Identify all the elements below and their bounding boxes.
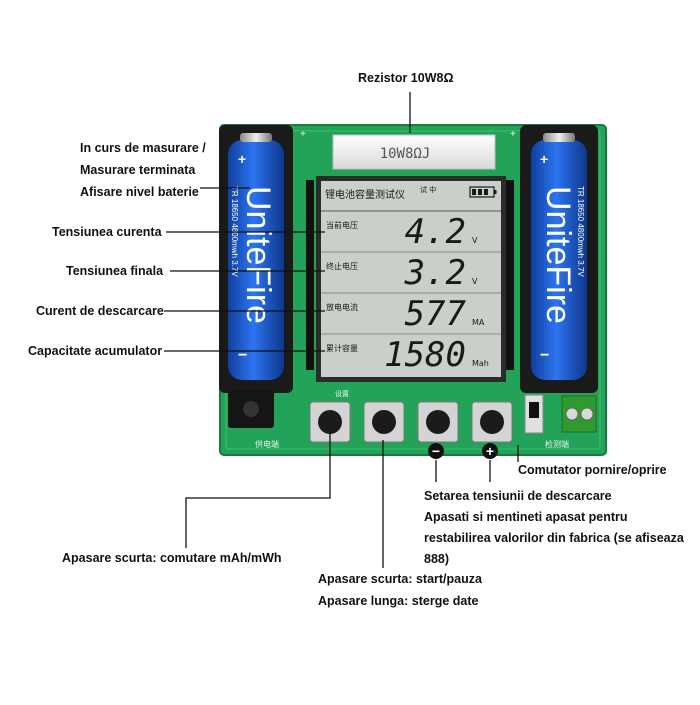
battery-right: [531, 140, 587, 380]
label-status-line1: In curs de masurare /: [80, 141, 206, 155]
minus-badge: [428, 443, 444, 459]
label-discharge-current: Curent de descarcare: [36, 304, 164, 318]
power-label: 供电端: [255, 439, 279, 449]
resistor-marking: 10W8ΩJ: [380, 146, 431, 162]
battery-left-minus: −: [238, 347, 247, 364]
label-discharge-setting: Setarea tensiunii de descarcare Apasati …: [424, 486, 684, 570]
label-status-line2: Masurare terminata: [80, 163, 196, 177]
label-button1: Apasare scurta: comutare mAh/mWh: [62, 551, 282, 565]
lcd-row-unit: Mah: [472, 359, 489, 368]
label-final-voltage: Tensiunea finala: [66, 264, 164, 278]
lcd-row-label: 累计容量: [326, 343, 358, 353]
lcd-row-unit: MA: [472, 318, 485, 327]
lcd-row-unit: V: [472, 277, 478, 286]
lcd-row-label: 放电电流: [326, 302, 358, 312]
battery-right-plus: +: [540, 151, 548, 167]
label-power-switch: Comutator pornire/oprire: [518, 463, 667, 477]
button-plus-cap[interactable]: [480, 410, 504, 434]
battery-left-brand: UniteFire: [239, 186, 277, 324]
lcd-row-value: 4.2: [405, 212, 466, 252]
set-label: 设置: [335, 389, 349, 398]
battery-right-minus: −: [540, 347, 549, 364]
button-mode-cap[interactable]: [318, 410, 342, 434]
lcd-title: 锂电池容量测试仪: [325, 188, 405, 201]
lcd-row-label: 终止电压: [326, 261, 358, 271]
label-capacity: Capacitate acumulator: [28, 344, 163, 358]
label-discharge-setting-line3: restabilirea valorilor din fabrica (se a…: [424, 531, 684, 545]
test-label: 检测端: [545, 439, 569, 449]
plus-badge-sign: +: [486, 443, 494, 459]
lcd-row-label: 当前电压: [326, 220, 358, 230]
label-discharge-setting-line4: 888): [424, 552, 450, 566]
label-discharge-setting-line2: Apasati si mentineti apasat pentru: [424, 510, 628, 524]
leader-lines: [164, 92, 519, 568]
battery-left-plus: +: [238, 151, 246, 167]
lcd-status: 试 中: [420, 185, 436, 194]
resistor: [332, 134, 496, 170]
minus-badge-sign: −: [432, 443, 440, 459]
button-minus-cap[interactable]: [426, 410, 450, 434]
battery-left: [228, 140, 284, 380]
label-discharge-setting-line1: Setarea tensiunii de descarcare: [424, 489, 612, 503]
battery-right-spec: TR 18650 4800mwh 3.7V: [576, 186, 585, 277]
lcd-row-unit: V: [472, 236, 478, 245]
pcb-plus-right: +: [510, 129, 516, 140]
pcb-plus-left: +: [300, 129, 306, 140]
label-battery-level: Afisare nivel baterie: [80, 185, 199, 199]
label-current-voltage: Tensiunea curenta: [52, 225, 162, 239]
battery-right-brand: UniteFire: [539, 186, 577, 324]
lcd-pins: [306, 180, 514, 370]
lcd-row-value: 577: [405, 294, 467, 334]
lcd-row-value: 3.2: [404, 253, 466, 293]
buttons: [309, 401, 513, 443]
label-button2-long: Apasare lunga: sterge date: [318, 594, 479, 608]
lcd-row-value: 1580: [384, 335, 466, 375]
lcd-screen: [321, 181, 501, 377]
plus-badge: [482, 443, 498, 459]
label-resistor: Rezistor 10W8Ω: [358, 71, 454, 85]
label-button2-short: Apasare scurta: start/pauza: [318, 572, 482, 586]
button-start-cap[interactable]: [372, 410, 396, 434]
